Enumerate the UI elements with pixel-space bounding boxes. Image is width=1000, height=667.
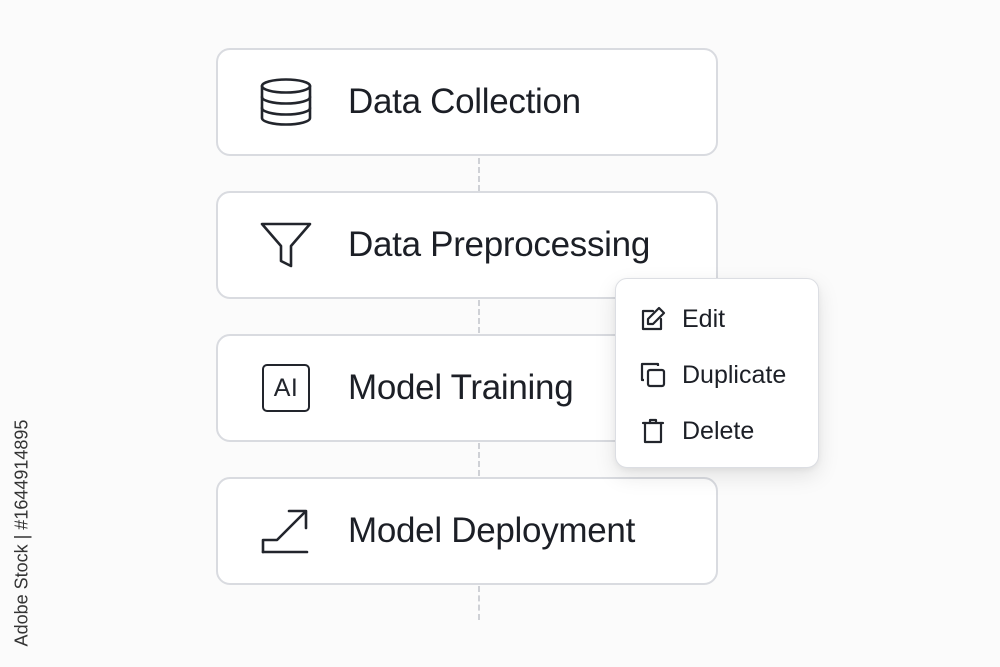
stock-watermark: Adobe Stock | #1644914895 <box>4 419 40 647</box>
watermark-text: Adobe Stock | #1644914895 <box>11 419 32 647</box>
connector-line <box>478 300 480 333</box>
menu-item-edit[interactable]: Edit <box>638 299 725 339</box>
step-label: Model Training <box>348 368 574 407</box>
connector-line <box>478 158 480 191</box>
step-label: Data Collection <box>348 82 581 121</box>
context-menu: Edit Duplicate Delete <box>615 278 819 468</box>
step-card-data-collection[interactable]: Data Collection <box>216 48 718 156</box>
ai-icon: AI <box>258 360 314 416</box>
edit-icon <box>638 304 668 334</box>
connector-line <box>478 443 480 476</box>
menu-item-duplicate[interactable]: Duplicate <box>638 355 786 395</box>
funnel-icon <box>258 217 314 273</box>
step-card-data-preprocessing[interactable]: Data Preprocessing <box>216 191 718 299</box>
trash-icon <box>638 416 668 446</box>
menu-item-label: Duplicate <box>682 360 787 389</box>
menu-item-label: Edit <box>682 304 726 333</box>
duplicate-icon <box>638 360 668 390</box>
connector-line <box>478 586 480 620</box>
menu-item-delete[interactable]: Delete <box>638 411 754 451</box>
step-card-model-deployment[interactable]: Model Deployment <box>216 477 718 585</box>
arrow-up-right-icon <box>258 503 314 559</box>
menu-item-label: Delete <box>682 416 755 445</box>
ai-icon-text: AI <box>262 364 310 412</box>
step-label: Model Deployment <box>348 511 636 550</box>
database-icon <box>258 74 314 130</box>
step-label: Data Preprocessing <box>348 225 650 264</box>
